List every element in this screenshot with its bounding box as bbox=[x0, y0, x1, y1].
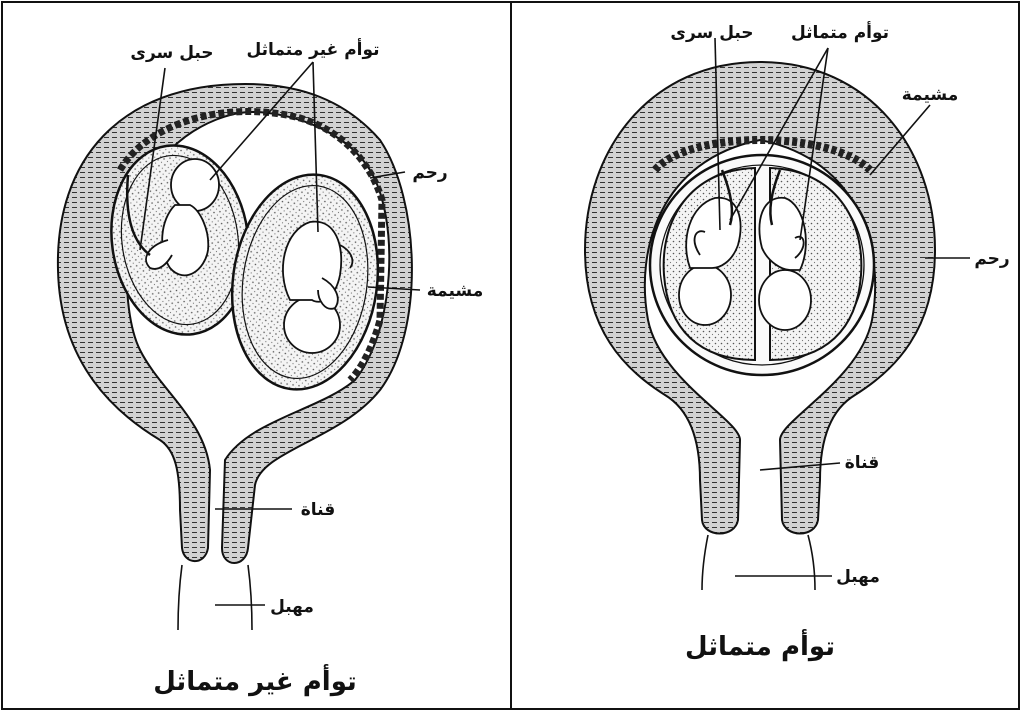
left-label-umbilical-cord: حبل سرى bbox=[130, 43, 213, 63]
right-panel-title: توأم متماثل bbox=[685, 629, 835, 662]
left-label-vagina: مهبل bbox=[270, 597, 314, 617]
right-label-vagina: مهبل bbox=[836, 567, 880, 587]
left-label-placenta: مشيمة bbox=[427, 281, 483, 301]
right-label-twins: توأم متماثل bbox=[791, 21, 889, 43]
right-label-umbilical-cord: حبل سرى bbox=[670, 23, 753, 43]
right-label-uterus: رحم bbox=[974, 249, 1009, 269]
right-label-placenta: مشيمة bbox=[902, 85, 958, 105]
left-label-canal: قناة bbox=[301, 500, 336, 520]
left-label-uterus: رحم bbox=[412, 163, 447, 183]
left-label-twins: توأم غير متماثل bbox=[246, 38, 379, 60]
right-label-canal: قناة bbox=[845, 453, 880, 473]
left-panel-title: توأم غير متماثل bbox=[153, 664, 357, 697]
